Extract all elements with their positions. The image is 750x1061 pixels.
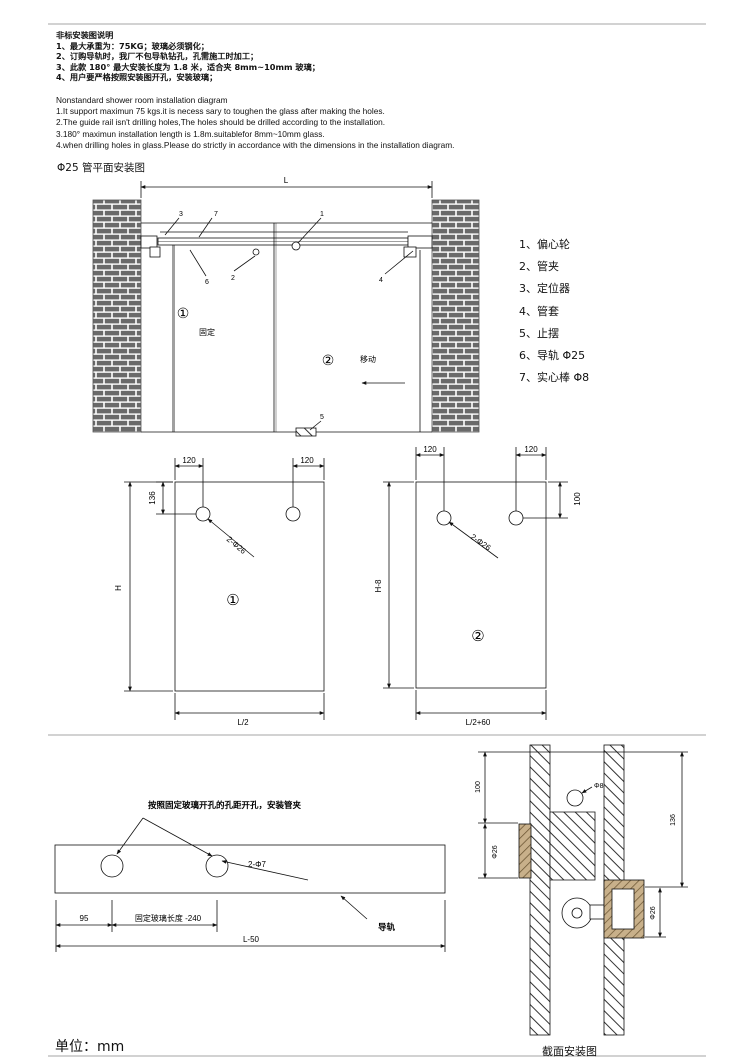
rail-hole-right (205, 854, 229, 878)
panel1-hole-left (195, 506, 211, 522)
panel2-number: ② (471, 628, 484, 645)
section-sleeve-diameter: Φ26 (492, 845, 499, 858)
unit-label: 单位：mm (55, 1039, 125, 1055)
notes-cn-item: 3、此款 180° 最大安装长度为 1.8 米，适合夹 8mm~10mm 玻璃； (56, 61, 320, 72)
panel1-drawing (124, 458, 325, 720)
notes-en-item: 4.when drilling holes in glass.Please do… (56, 139, 455, 150)
parts-legend: 1、偏心轮 2、管夹 3、定位器 4、管套 5、止摆 6、导轨 Φ25 7、实心… (519, 234, 589, 389)
rail-drilling-note: 按照固定玻璃开孔的孔距开孔，安装管夹 (148, 800, 302, 810)
left-brick-wall (92, 199, 142, 433)
stopper-block (295, 427, 317, 437)
panel2-number: ② (322, 352, 335, 368)
callout-1: 1 (320, 211, 324, 218)
guide-rail-bar (54, 844, 446, 894)
panel1-width: L/2 (237, 718, 249, 727)
pipe-sleeve-left (518, 823, 532, 879)
legend-item: 7、实心棒 Φ8 (519, 371, 590, 385)
legend-item: 3、定位器 (519, 282, 570, 296)
plan-view (92, 181, 480, 437)
legend-item: 6、导轨 Φ25 (519, 349, 586, 363)
panel2-width: L/2+60 (466, 718, 491, 727)
panel1-number: ① (226, 592, 239, 609)
legend-item: 2、管夹 (519, 260, 559, 274)
guide-rail-label: 导轨 (378, 922, 396, 932)
notes-english: Nonstandard shower room installation dia… (56, 95, 454, 151)
section-rod-diameter: Φ8 (594, 783, 604, 790)
panel2-hole-right (508, 510, 524, 526)
positioner-left (140, 235, 158, 249)
callout-7: 7 (214, 211, 218, 218)
notes-en-title: Nonstandard shower room installation dia… (56, 95, 228, 105)
panel1-dim-top-right: 120 (300, 456, 314, 465)
notes-en-item: 1.It support maximun 75 kgs.it is necess… (56, 106, 385, 117)
panel2-drawing (383, 447, 568, 720)
callout-4: 4 (379, 277, 383, 284)
pipe-clamp-circle (252, 248, 260, 256)
panel1-number: ① (177, 305, 190, 321)
panel1-hole-right (285, 506, 301, 522)
callout-2: 2 (231, 275, 235, 282)
callout-5: 5 (320, 414, 324, 421)
fixed-label: 固定 (199, 327, 215, 337)
positioner-right (407, 235, 433, 249)
notes-chinese: 非标安装图说明 1、最大承重为：75KG；玻璃必须钢化； 2、订购导轨时，我厂不… (56, 30, 320, 83)
callout-6: 6 (205, 279, 209, 286)
rail-dim-glass-length: 固定玻璃长度 -240 (135, 913, 202, 923)
section-dim-100: 100 (475, 781, 482, 793)
rail-dim-95: 95 (80, 914, 89, 923)
section-dim-136: 136 (670, 814, 677, 826)
panel1-height: H (114, 585, 123, 591)
panel2-dim-side: 100 (573, 492, 582, 506)
legend-item: 4、管套 (519, 304, 559, 318)
panel2-hole-note: 2-Φ26 (469, 532, 493, 553)
legend-item: 1、偏心轮 (519, 238, 570, 251)
panel2-dim-top-left: 120 (423, 445, 437, 454)
rail-dim-total: L-50 (243, 935, 260, 944)
notes-cn-title: 非标安装图说明 (56, 30, 114, 40)
panel2-glass (415, 481, 547, 689)
plan-title: Φ25 管平面安装图 (57, 162, 145, 174)
eccentric-wheel-circle (291, 241, 301, 251)
right-brick-wall (431, 199, 480, 433)
panel1-dim-top-left: 120 (182, 456, 196, 465)
section-caption: 截面安装图 (542, 1045, 597, 1058)
panel1-dim-side: 136 (148, 491, 157, 505)
panel1-glass (174, 481, 325, 692)
clamp-block-left (549, 811, 596, 881)
panel1-hole-note: 2-Φ26 (225, 535, 248, 557)
notes-en-item: 2.The guide rail isn't drilling holes,Th… (56, 117, 386, 128)
moving-label: 移动 (360, 354, 376, 364)
panel2-dim-top-right: 120 (524, 445, 538, 454)
panel2-hole-left (436, 510, 452, 526)
plan-dim-L: L (284, 176, 289, 185)
solid-rod-8-section (566, 789, 584, 807)
rail-hole-note: 2-Φ7 (248, 860, 266, 869)
section-clamp-diameter: Φ26 (650, 906, 657, 919)
panel2-height: H-8 (374, 579, 383, 592)
fixed-glass-section (529, 744, 551, 1036)
notes-cn-item: 1、最大承重为：75KG；玻璃必须钢化； (56, 40, 209, 51)
rail-drawing (54, 817, 446, 952)
notes-en-item: 3.180° maximun installation length is 1.… (56, 128, 325, 139)
notes-cn-item: 4、用户要严格按照安装图开孔，安装玻璃； (56, 72, 218, 83)
notes-cn-item: 2、订购导轨时，我厂不包导轨钻孔，孔需施工时加工； (56, 51, 259, 62)
rail-hole-left (100, 854, 124, 878)
cross-section (478, 744, 688, 1036)
callout-3: 3 (179, 211, 183, 218)
legend-item: 5、止摆 (519, 326, 559, 340)
